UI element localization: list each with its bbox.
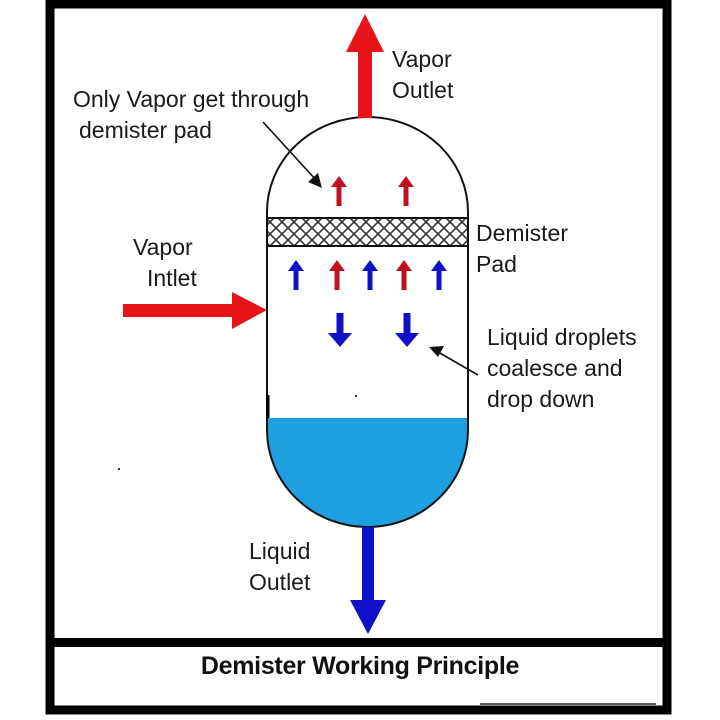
- liquid-down-arrow-icon: [395, 313, 419, 347]
- label-line: Outlet: [392, 77, 454, 103]
- liquid-up-arrow-icon: [431, 260, 447, 290]
- vapor-inlet-arrow: [123, 292, 267, 329]
- liquid-down-arrow-icon: [328, 313, 352, 347]
- liquid-outlet-arrow: [350, 527, 386, 634]
- pointer-only-vapor: [262, 121, 322, 188]
- vapor-up-arrow-icon: [396, 260, 412, 290]
- label-demister-pad: Demister Pad: [476, 218, 568, 280]
- speck: [118, 468, 120, 470]
- label-liquid-droplets: Liquid droplets coalesce and drop down: [487, 322, 637, 415]
- speck: [355, 395, 357, 397]
- label-line: Intlet: [147, 265, 197, 291]
- label-line: Outlet: [249, 569, 311, 595]
- label-line: Vapor: [392, 46, 452, 72]
- flow-arrows: [288, 176, 447, 347]
- pointer-liquid-droplets: [429, 346, 479, 376]
- label-only-vapor: Only Vapor get through demister pad: [73, 84, 309, 146]
- label-line: Pad: [476, 251, 517, 277]
- label-liquid-outlet: Liquid Outlet: [249, 536, 310, 598]
- vapor-up-arrow-icon: [398, 176, 414, 206]
- vessel-shell: [266, 116, 469, 528]
- label-line: Vapor: [133, 234, 193, 260]
- outer-frame: [45, 0, 672, 715]
- title-divider: [50, 638, 667, 647]
- demister-pad: [266, 217, 469, 247]
- label-line: Demister: [476, 220, 569, 246]
- label-line: Liquid: [249, 538, 311, 564]
- liquid-up-arrow-icon: [362, 260, 378, 290]
- label-vapor-outlet: Vapor Outlet: [392, 44, 453, 106]
- vapor-up-arrow-icon: [329, 260, 345, 290]
- label-vapor-inlet: Vapor Intlet: [133, 232, 197, 294]
- diagram-title: Demister Working Principle: [200, 652, 520, 680]
- label-line: drop down: [487, 386, 595, 412]
- label-line: demister pad: [79, 117, 212, 143]
- label-line: coalesce and: [487, 355, 623, 381]
- vapor-outlet-arrow: [346, 14, 384, 118]
- label-line: Only Vapor get through: [73, 86, 310, 112]
- liquid-up-arrow-icon: [288, 260, 304, 290]
- label-line: Liquid droplets: [487, 324, 637, 350]
- vapor-up-arrow-icon: [331, 176, 347, 206]
